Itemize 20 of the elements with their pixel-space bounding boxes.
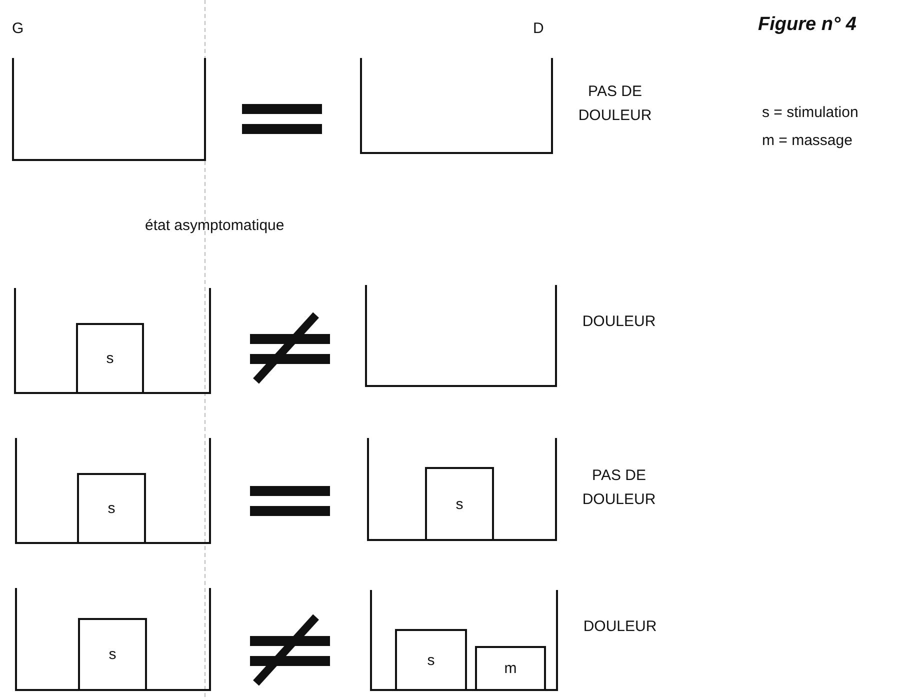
side-label: D	[533, 20, 544, 37]
node-caption: DOULEUR	[582, 616, 658, 636]
key-text: m = massage	[762, 132, 852, 149]
block: s	[77, 473, 146, 542]
block: s	[395, 629, 467, 689]
node-caption: PAS DE DOULEUR	[581, 466, 657, 510]
open-container	[14, 288, 211, 394]
open-container	[12, 58, 206, 161]
state-label: état asymptomatique	[145, 217, 284, 234]
side-label: G	[12, 20, 24, 37]
block: s	[78, 618, 147, 689]
block: s	[425, 467, 494, 539]
block: s	[76, 323, 144, 392]
figure-title: Figure n° 4	[758, 14, 856, 36]
open-container	[15, 588, 211, 691]
block: m	[475, 646, 546, 689]
open-container	[15, 438, 211, 544]
node-caption: DOULEUR	[581, 312, 657, 332]
node-caption: PAS DE DOULEUR	[577, 82, 653, 126]
key-text: s = stimulation	[762, 104, 858, 121]
